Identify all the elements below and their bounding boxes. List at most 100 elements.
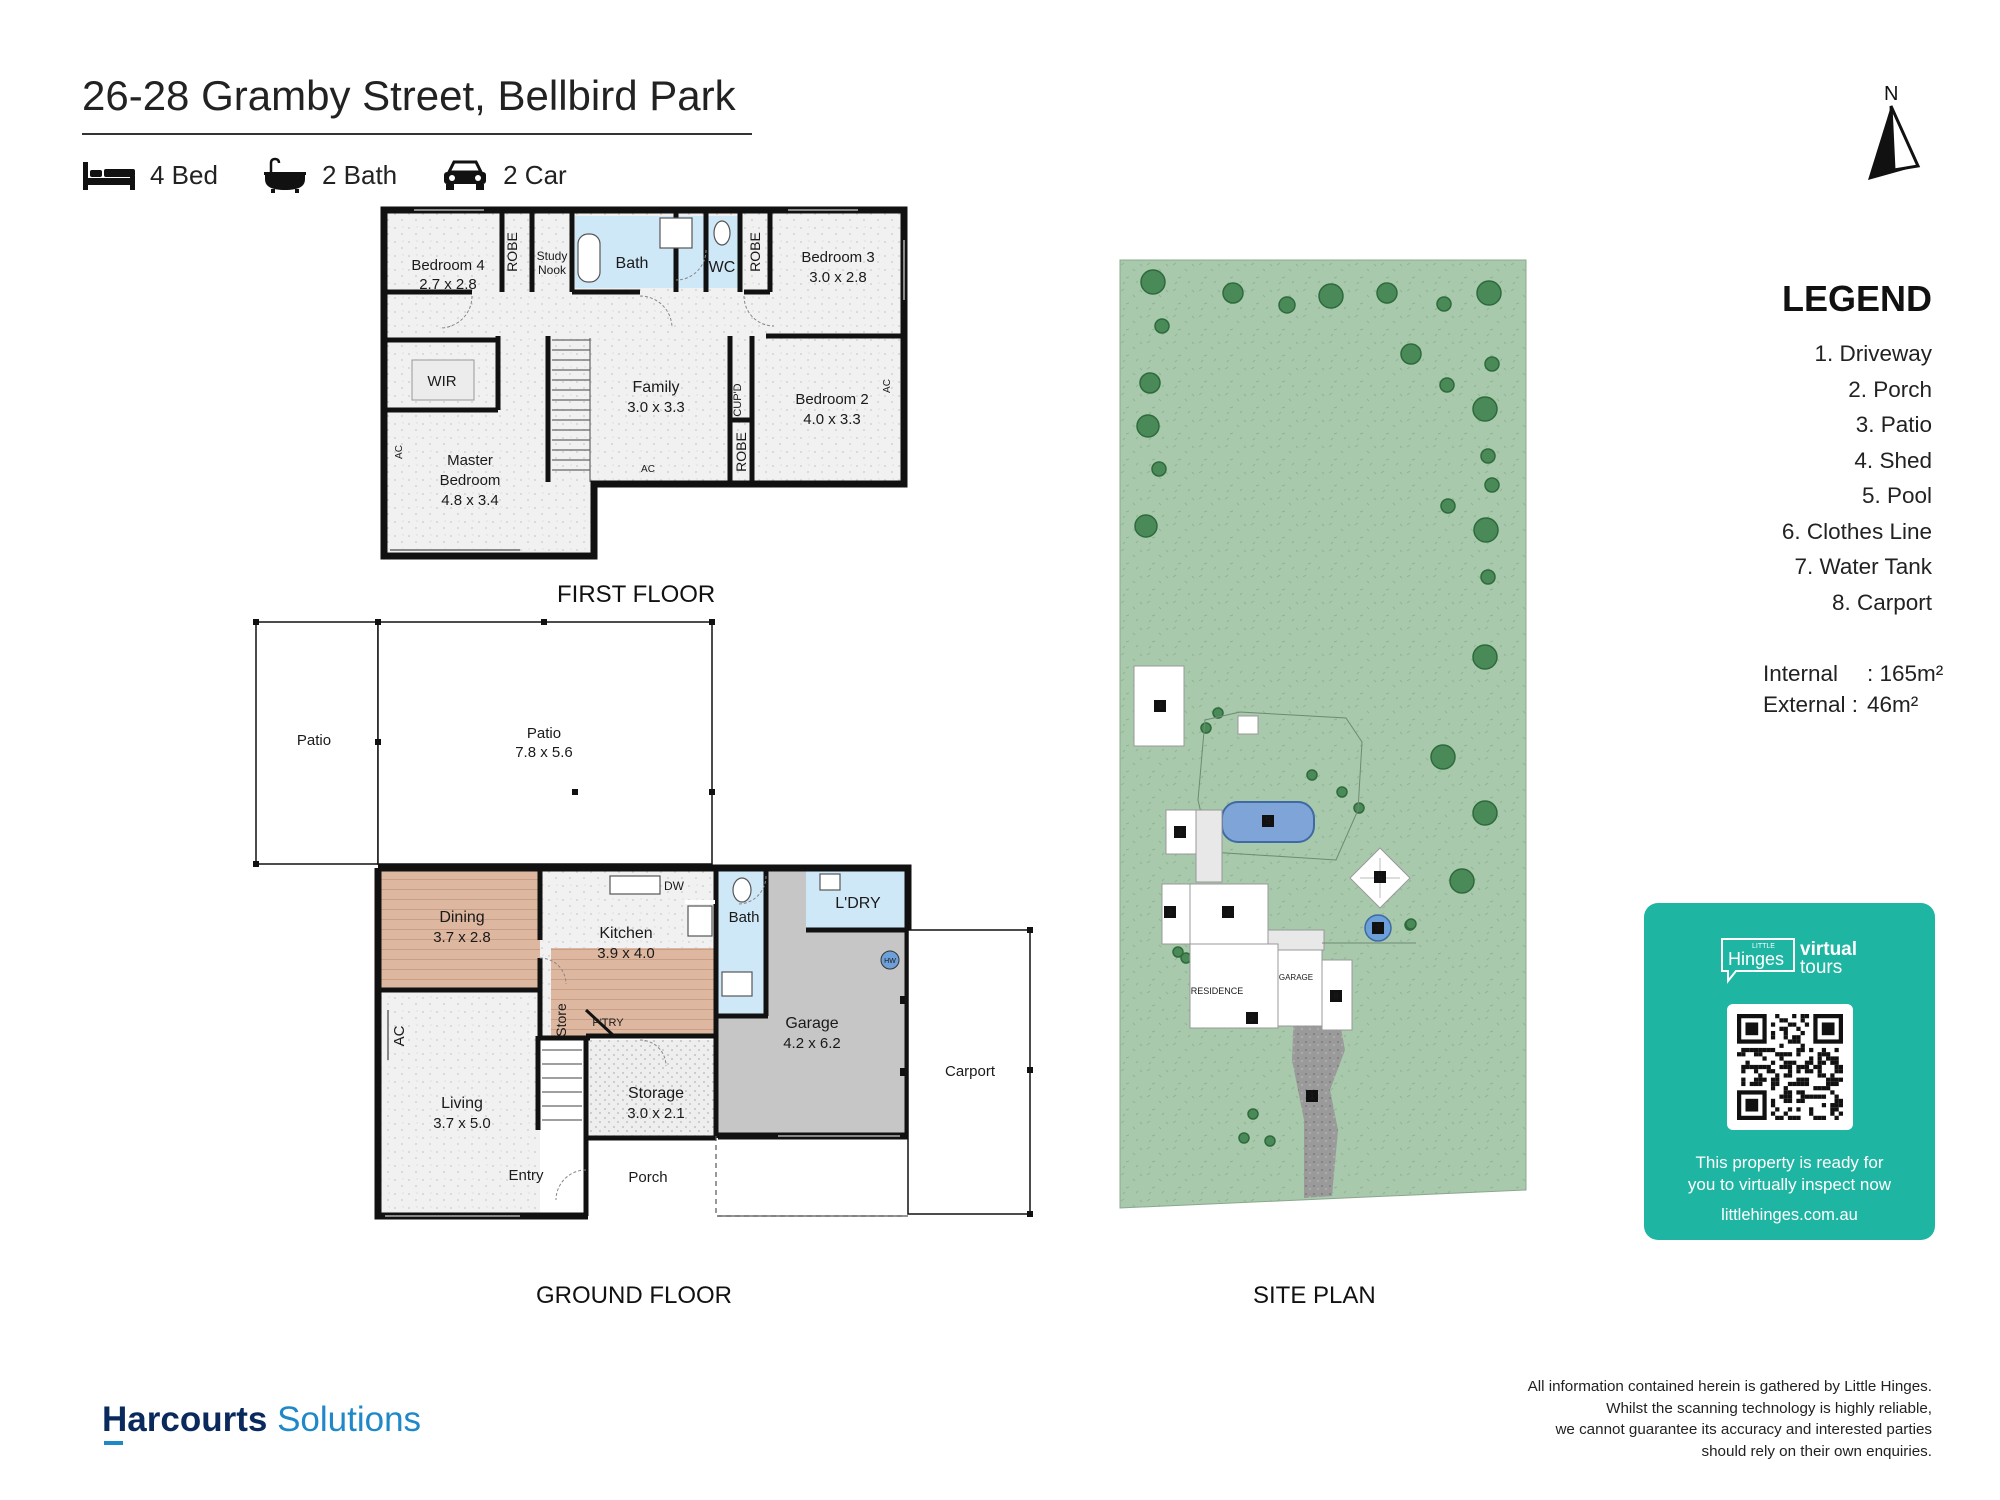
site-marker: 7 [1375,923,1380,933]
room-size: 3.0 x 2.1 [627,1105,685,1122]
legend-list: 1. Driveway 2. Porch 3. Patio 4. Shed 5.… [1782,336,1932,620]
room-label: Kitchen [599,925,652,942]
feature-bath: 2 Bath [262,157,397,193]
legend-item: 3. Patio [1855,412,1932,437]
little-hinges-logo: LITTLE Hinges virtual tours [1721,938,1857,984]
site-plan-label: SITE PLAN [1253,1282,1376,1309]
internal-area-row: Internal : 165m² [1763,658,1943,689]
legend-item: 2. Porch [1848,376,1932,402]
bed-icon [83,162,135,190]
room-label: Family [632,379,679,396]
site-marker: 6 [1377,872,1382,882]
room-label: Bedroom [440,472,501,489]
room-size: 3.0 x 3.3 [627,399,685,416]
room-label: Dining [439,909,484,926]
room-size: 3.0 x 2.8 [809,269,867,286]
room-label: Garage [785,1015,838,1032]
hot-water-label: HW [884,958,896,965]
site-marker: 2 [1249,1013,1254,1023]
legend-item: 7. Water Tank [1794,554,1932,579]
room-label: WIR [427,373,456,390]
svg-text:Hinges: Hinges [1728,949,1784,969]
room-label: WC [709,259,736,276]
property-features: 4 Bed 2 Bath 2 Car [82,155,611,195]
qr-code[interactable] [1727,1004,1853,1130]
feature-bed: 4 Bed [82,158,218,192]
site-marker: 4 [1157,701,1162,711]
property-address-title: 26-28 Gramby Street, Bellbird Park [82,72,736,119]
residence-label: RESIDENCE [1191,986,1244,996]
ac-label: AC [882,379,893,393]
ground-floor-plan: Patio Patio 7.8 x 5.6 Dining 3.7 x 2.8 K… [253,619,1033,1220]
room-size: 3.9 x 4.0 [597,945,655,962]
room-size: 4.0 x 3.3 [803,411,861,428]
room-label: P'TRY [592,1017,624,1029]
svg-text:virtual: virtual [1800,939,1857,960]
garage-label: GARAGE [1279,973,1313,982]
virtual-tour-message: This property is ready for you to virtua… [1687,1153,1892,1194]
room-size: 2.7 x 2.8 [419,276,477,293]
qr-code-icon [1737,1014,1843,1120]
virtual-tour-link[interactable]: littlehinges.com.au [1721,1206,1858,1224]
ac-label: AC [394,445,405,459]
first-floor-plan: Bedroom 4 2.7 x 2.8 ROBE Study Nook Bath… [380,206,908,560]
site-marker: 8 [1333,991,1338,1001]
room-label: Entry [508,1167,544,1184]
legend-item: 5. Pool [1861,483,1932,508]
legend-item: 6. Clothes Line [1781,518,1932,544]
legend-item: 8. Carport [1831,589,1932,615]
feature-car: 2 Car [441,158,567,192]
first-floor-label: FIRST FLOOR [557,581,716,608]
room-label: ROBE [747,232,763,272]
room-label: Patio [527,725,561,742]
virtual-tour-card[interactable]: LITTLE Hinges virtual tours This propert… [1644,903,1935,1240]
north-arrow-icon: N [1868,83,1921,180]
car-icon [444,160,487,190]
external-area-row: External : 46m² [1763,689,1943,720]
room-size: 4.2 x 6.2 [783,1035,841,1052]
internal-area-value: : 165m² [1867,661,1944,686]
room-label: Living [441,1095,483,1112]
room-label: Store [553,1003,569,1037]
site-marker: 3 [1177,827,1182,837]
ground-floor-label: GROUND FLOOR [536,1282,733,1309]
svg-text:tours: tours [1800,957,1842,978]
ac-label: AC [641,464,655,475]
room-label: CUP'D [732,383,744,416]
svg-text:LITTLE: LITTLE [1752,943,1775,950]
room-label: Bedroom 4 [411,257,484,274]
room-label: ROBE [504,232,520,272]
title-underline [82,133,752,135]
area-summary: Internal : 165m² External : 46m² [1763,658,1943,720]
room-label: L'DRY [835,895,881,912]
room-label: Master [447,452,493,469]
bath-icon [263,157,306,193]
room-label: Porch [628,1169,667,1186]
disclaimer: All information contained herein is gath… [1527,1378,1932,1460]
site-marker: 1 [1309,1091,1314,1101]
appliance-label: DW [664,879,685,893]
feature-bed-label: 4 Bed [150,159,218,190]
site-plan: RESIDENCE GARAGE 1 2 3 3 3 4 5 6 7 8 [1119,259,1527,1209]
north-label: N [1884,83,1898,105]
ac-label: AC [391,1025,408,1046]
feature-bath-label: 2 Bath [321,159,398,190]
legend-title: LEGEND [1781,278,1932,319]
external-area-label: External : [1763,692,1859,717]
room-label: Bedroom 2 [795,391,868,408]
site-marker: 3 [1225,907,1230,917]
harcourts-logo: Harcourts Solutions [102,1400,422,1439]
internal-area-label: Internal [1763,661,1839,686]
room-label: Nook [538,263,567,277]
site-marker: 3 [1167,907,1172,917]
brand-accent-bar [104,1441,123,1445]
feature-car-label: 2 Car [503,159,567,190]
room-label: Carport [945,1063,996,1080]
room-label: Bedroom 3 [801,249,874,266]
room-label: Study [537,249,568,263]
room-label: ROBE [733,432,749,472]
room-size: 4.8 x 3.4 [441,492,499,509]
legend-item: 4. Shed [1854,447,1932,473]
room-label: Bath [729,909,760,926]
